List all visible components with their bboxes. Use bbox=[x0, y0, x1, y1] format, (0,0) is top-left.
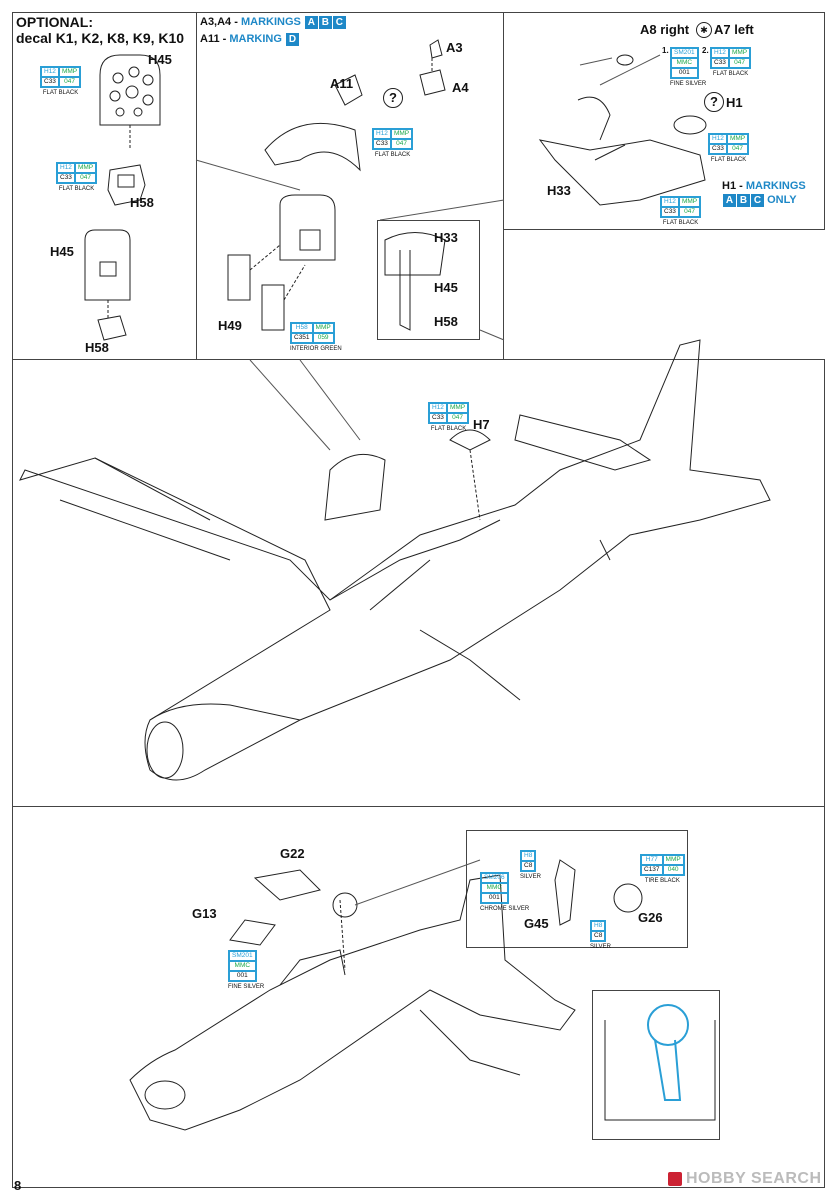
page-number: 8 bbox=[14, 1178, 22, 1193]
watermark-logo-icon bbox=[668, 1171, 682, 1186]
part-label-h7: H7 bbox=[473, 417, 490, 432]
watermark: HOBBY SEARCH bbox=[668, 1170, 822, 1188]
part-label-g45: G45 bbox=[524, 916, 549, 931]
part-label-a7-left: A7 left bbox=[714, 22, 754, 37]
part-label-h33: H33 bbox=[547, 183, 571, 198]
optional-decal-list: decal K1, K2, K8, K9, K10 bbox=[16, 30, 185, 46]
part-label-g13: G13 bbox=[192, 906, 217, 921]
paint-number-1: 1. bbox=[662, 46, 669, 55]
part-label-h58-inset: H58 bbox=[434, 314, 458, 329]
lower-step-frame bbox=[12, 806, 825, 1188]
part-label-a8-right: A8 right bbox=[640, 22, 690, 37]
part-label-h58-mid: H58 bbox=[85, 340, 109, 355]
part-label-g22: G22 bbox=[280, 846, 305, 861]
question-mark-icon: ? bbox=[383, 88, 403, 108]
paint-number-2: 2. bbox=[702, 46, 709, 55]
part-label-a3: A3 bbox=[446, 40, 463, 55]
question-mark-icon: ? bbox=[704, 92, 724, 112]
part-label-h45-top: H45 bbox=[148, 52, 172, 67]
part-label-h45-inset: H45 bbox=[434, 280, 458, 295]
canopy-panel-frame bbox=[503, 12, 825, 230]
optional-heading: OPTIONAL: bbox=[16, 14, 93, 30]
part-label-a11: A11 bbox=[330, 76, 354, 91]
part-label-h49: H49 bbox=[218, 318, 242, 333]
gear-inset-frame bbox=[466, 830, 688, 948]
part-label-g26: G26 bbox=[638, 910, 663, 925]
rear-view-arrow-icon: ✱ bbox=[696, 22, 712, 38]
markings-legend-a11: A11 - MARKING D bbox=[200, 33, 299, 46]
part-label-h1: H1 bbox=[726, 95, 743, 110]
part-label-h33-inset: H33 bbox=[434, 230, 458, 245]
canopy-rail-inset-frame bbox=[377, 220, 480, 340]
part-label-a4: A4 bbox=[452, 80, 469, 95]
wheelwell-inset-frame bbox=[592, 990, 720, 1140]
part-label-h45-mid: H45 bbox=[50, 244, 74, 259]
part-label-h58-top: H58 bbox=[130, 195, 154, 210]
